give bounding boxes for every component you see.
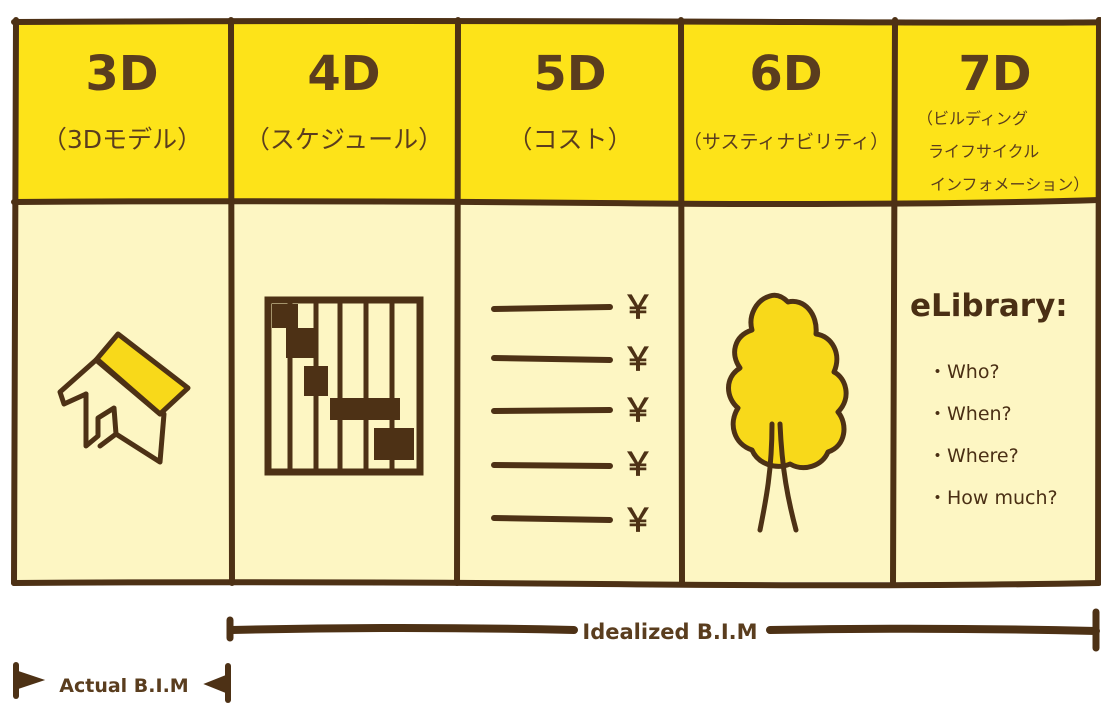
column-3d-header: 3D （3Dモデル） <box>42 46 202 154</box>
column-4d-header: 4D （スケジュール） <box>245 46 443 154</box>
house-icon <box>57 331 191 465</box>
dimension-subtitle: （サスティナビリティ） <box>683 131 889 153</box>
yen-icon: ￥ <box>622 340 654 378</box>
idealized-bim-label: Idealized B.I.M <box>582 620 757 644</box>
schedule-chart-icon <box>264 296 424 476</box>
dimension-subtitle: （コスト） <box>507 125 632 154</box>
dimension-subtitle-line: インフォメーション） <box>930 175 1089 194</box>
tree-icon <box>726 292 849 533</box>
dimension-title: 3D <box>85 46 158 102</box>
yen-icon: ￥ <box>622 501 654 539</box>
column-7d-header: 7D （ビルディング ライフサイクル インフォメーション） <box>917 46 1089 194</box>
header-band <box>14 20 1101 202</box>
dimension-title: 7D <box>958 46 1031 102</box>
elibrary-panel: eLibrary: ・Who? ・When? ・Where? ・How much… <box>910 288 1068 509</box>
elibrary-title: eLibrary: <box>910 288 1068 324</box>
column-6d-header: 6D （サスティナビリティ） <box>683 46 889 153</box>
column-5d-header: 5D （コスト） <box>507 46 632 154</box>
cost-list-icon: ￥ ￥ ￥ ￥ ￥ <box>491 288 654 539</box>
dimension-subtitle-line: （ビルディング <box>917 109 1028 128</box>
dimension-subtitle: （スケジュール） <box>245 125 443 154</box>
dimension-subtitle-line: ライフサイクル <box>928 142 1039 161</box>
grid-lines <box>11 17 1101 589</box>
elibrary-item: ・How much? <box>928 487 1058 509</box>
actual-bim-label: Actual B.I.M <box>59 675 188 697</box>
dimension-title: 5D <box>533 46 606 102</box>
dimension-title: 4D <box>307 46 380 102</box>
actual-bim-range: Actual B.I.M <box>13 662 231 703</box>
yen-icon: ￥ <box>622 391 654 429</box>
idealized-bim-range: Idealized B.I.M <box>226 608 1100 652</box>
yen-icon: ￥ <box>622 288 654 326</box>
yen-icon: ￥ <box>622 445 654 483</box>
elibrary-item: ・Where? <box>928 445 1019 467</box>
elibrary-item: ・When? <box>928 403 1012 425</box>
elibrary-item: ・Who? <box>928 361 1000 383</box>
dimension-title: 6D <box>749 46 822 102</box>
dimension-subtitle: （3Dモデル） <box>42 125 202 154</box>
